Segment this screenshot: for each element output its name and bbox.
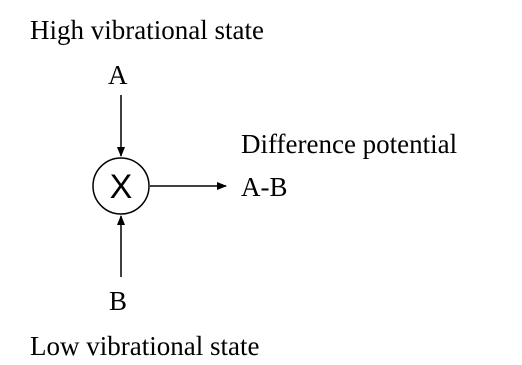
mixer-symbol: X — [110, 168, 133, 206]
mixer-circle — [92, 157, 150, 215]
input-b-label: B — [109, 286, 128, 316]
difference-potential-label: Difference potential — [241, 129, 458, 159]
output-a-minus-b-label: A-B — [241, 172, 288, 202]
high-vibrational-state-label: High vibrational state — [30, 15, 264, 45]
low-vibrational-state-label: Low vibrational state — [30, 331, 260, 361]
input-a-label: A — [108, 60, 128, 90]
